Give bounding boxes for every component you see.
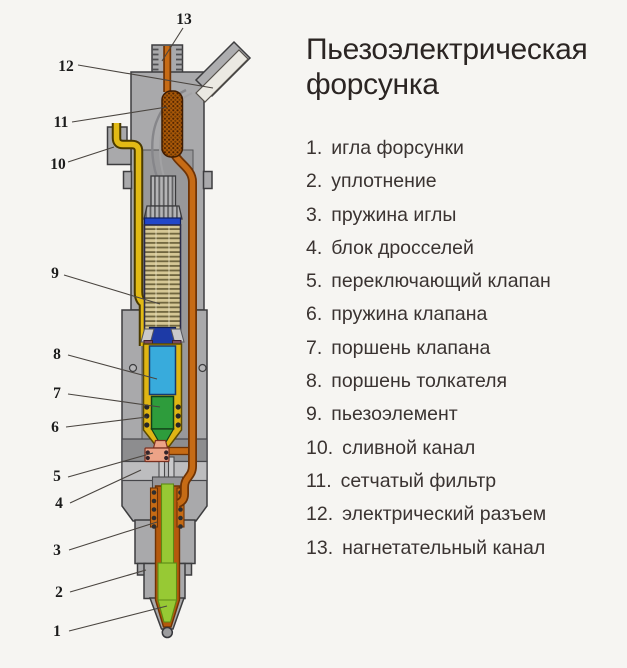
drain-channel: [111, 123, 149, 346]
legend-item: 12.электрический разъем: [306, 503, 547, 526]
page-title: Пьезоэлектрическая форсунка: [306, 33, 588, 101]
callout-3: 3: [53, 542, 61, 559]
callout-12: 12: [58, 58, 74, 75]
callout-8: 8: [53, 346, 61, 363]
legend-item: 13.нагнетательный канал: [306, 536, 546, 559]
legend-item: 5.переключающий клапан: [306, 270, 551, 293]
valve-piston: [150, 395, 175, 430]
callout-5: 5: [53, 468, 61, 485]
callout-lines: [63, 27, 214, 632]
injector-needle: [157, 483, 178, 623]
injector-diagram: 13 12 11 10 9 8 7 6 5 4 3 2 1: [50, 11, 252, 640]
legend-item: 11.сетчатый фильтр: [306, 469, 497, 492]
thread-ridges: [152, 48, 183, 71]
callout-10: 10: [50, 156, 66, 173]
piezo-element: [140, 217, 185, 349]
legend-item: 6.пружина клапана: [306, 303, 488, 326]
piezo-plug: [143, 175, 183, 220]
legend-item: 10.сливной канал: [306, 436, 476, 459]
legend-list: 1.игла форсунки 2.уплотнение 3.пружина и…: [306, 132, 622, 565]
connector-socket: [195, 49, 249, 103]
callout-6: 6: [51, 419, 59, 436]
legend-panel: Пьезоэлектрическая форсунка 1.игла форсу…: [306, 32, 622, 565]
callout-7: 7: [53, 385, 61, 402]
legend-item: 8.поршень толкателя: [306, 370, 508, 393]
callout-11: 11: [54, 114, 69, 131]
callout-13: 13: [176, 11, 192, 28]
mesh-filter: [161, 90, 184, 158]
callout-9: 9: [51, 265, 59, 282]
callout-2: 2: [55, 584, 63, 601]
nozzle-tip-ball: [161, 626, 174, 639]
screw-holes: [128, 363, 207, 373]
legend-item: 4.блок дросселей: [306, 236, 474, 259]
legend-item: 7.поршень клапана: [306, 336, 491, 359]
valve-spring: [144, 404, 181, 428]
legend-item: 9.пьезоэлемент: [306, 403, 458, 426]
callout-4: 4: [55, 495, 63, 512]
needle-assembly: [149, 476, 185, 628]
callout-numbers: 13 12 11 10 9 8 7 6 5 4 3 2 1: [50, 11, 192, 640]
callout-1: 1: [53, 623, 61, 640]
legend-item: 3.пружина иглы: [306, 203, 457, 226]
legend-item: 1.игла форсунки: [306, 137, 464, 159]
legend-item: 2.уплотнение: [306, 170, 437, 193]
pusher-piston: [148, 345, 177, 396]
valve-housing: [142, 343, 183, 448]
